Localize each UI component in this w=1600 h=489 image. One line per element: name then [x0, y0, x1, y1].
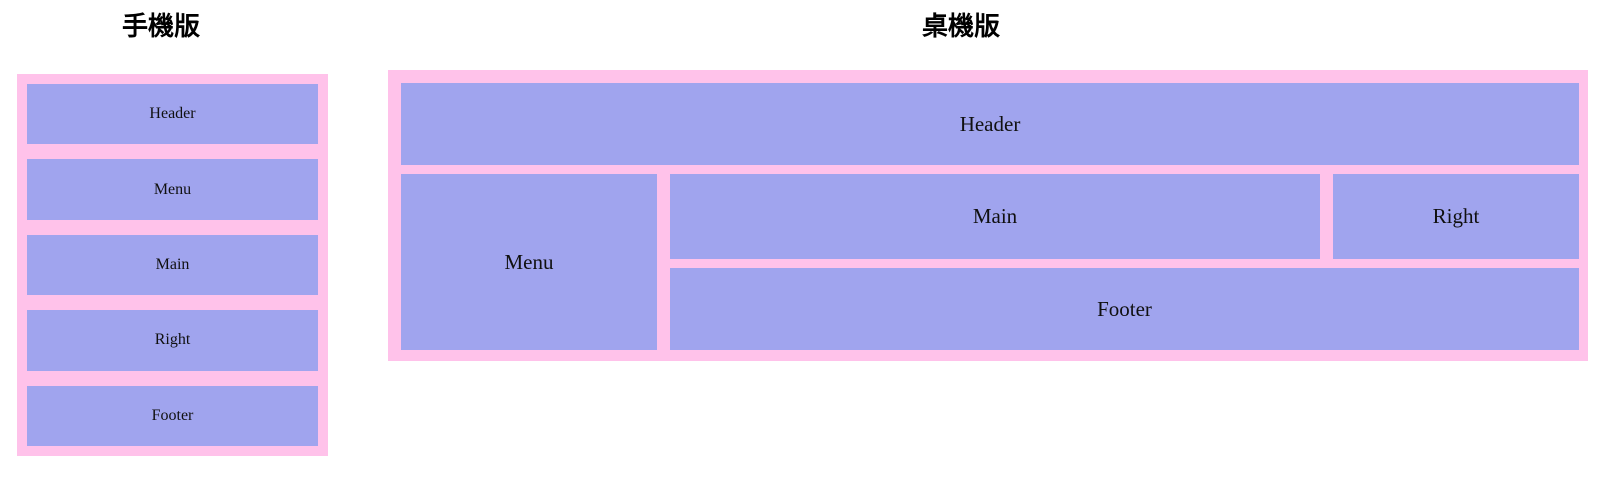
desktop-block-footer-label: Footer: [1097, 296, 1152, 321]
mobile-block-right: Right: [27, 310, 318, 371]
mobile-block-header: Header: [27, 84, 318, 145]
desktop-block-main-label: Main: [972, 204, 1018, 228]
desktop-layout-title: 桌機版: [922, 12, 1001, 42]
mobile-block-menu: Menu: [27, 159, 318, 220]
mobile-block-main-label: Main: [155, 256, 190, 274]
desktop-block-footer: Footer: [670, 268, 1579, 350]
desktop-block-right: Right: [1333, 174, 1579, 259]
desktop-block-menu: Menu: [401, 174, 657, 350]
mobile-block-menu-label: Menu: [153, 180, 192, 198]
mobile-block-right-label: Right: [154, 331, 191, 349]
mobile-block-footer: Footer: [27, 385, 318, 447]
desktop-block-right-label: Right: [1432, 204, 1480, 228]
mobile-block-header-label: Header: [149, 105, 196, 123]
mobile-layout-wireframe: Header Menu Main Right Footer: [17, 74, 328, 456]
desktop-block-header: Header: [401, 83, 1579, 165]
desktop-block-main: Main: [670, 174, 1320, 259]
desktop-block-menu-label: Menu: [504, 249, 554, 274]
desktop-layout-wireframe: Header Menu Main Right Footer: [388, 70, 1588, 361]
mobile-block-footer-label: Footer: [151, 406, 194, 424]
mobile-layout-title: 手機版: [122, 12, 201, 42]
mobile-block-main: Main: [27, 234, 318, 296]
desktop-block-header-label: Header: [959, 111, 1021, 136]
